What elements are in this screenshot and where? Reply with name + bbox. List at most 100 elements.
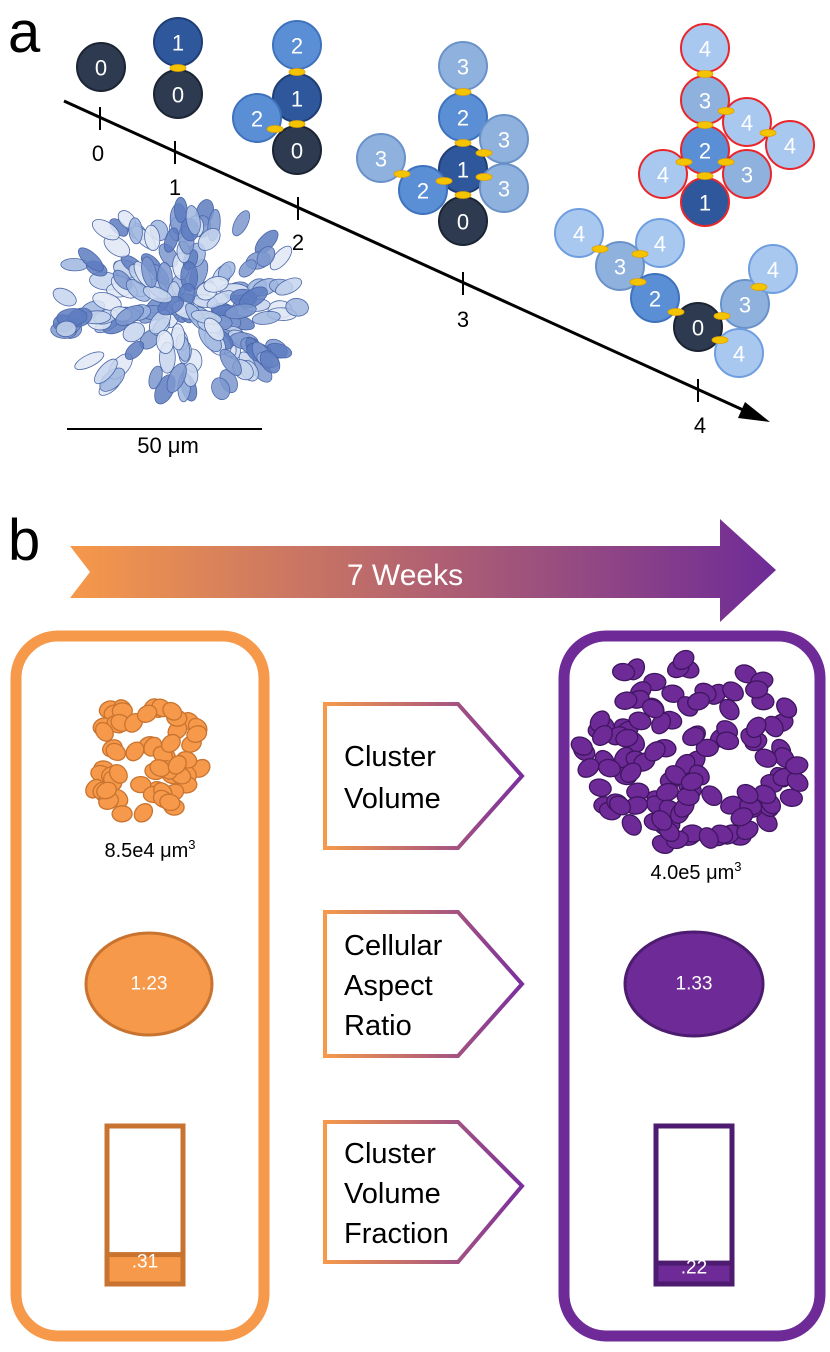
cluster-cell xyxy=(111,805,133,823)
late-aspect-ratio-cell xyxy=(623,930,765,1038)
division-junction xyxy=(667,308,685,316)
micrograph-cell xyxy=(256,246,276,267)
early-volume-fraction-fill xyxy=(104,1252,186,1287)
cluster-cell xyxy=(754,748,778,768)
cell-gen-label: 2 xyxy=(699,139,711,164)
cell-gen-label: 2 xyxy=(251,107,263,132)
cluster-cell xyxy=(722,681,744,702)
micrograph-cell xyxy=(142,285,173,304)
cell-gen-label: 3 xyxy=(741,163,753,188)
micrograph-cell xyxy=(232,210,251,237)
micrograph-cell xyxy=(166,362,187,393)
division-junction xyxy=(711,336,729,344)
early-volume-label: 8.5e4 μm3 xyxy=(104,837,195,862)
micrograph-cell xyxy=(122,322,145,343)
micrograph-cell xyxy=(224,303,257,320)
cluster-cell xyxy=(651,810,673,831)
division-junction xyxy=(713,312,731,320)
cell-gen-label: 4 xyxy=(733,342,745,367)
axis-tick-label-1: 1 xyxy=(169,175,181,200)
cell-gen-label: 1 xyxy=(172,31,184,56)
cluster-cell xyxy=(592,725,613,746)
scale-bar-label: 50 μm xyxy=(137,433,199,458)
early-aspect-ratio-value: 1.23 xyxy=(131,974,168,995)
cluster-cell xyxy=(745,680,769,699)
metric-aspect-ratio: Cellular Aspect Ratio xyxy=(323,910,525,1058)
cell-gen-label: 2 xyxy=(649,287,661,312)
metric-label-cluster-volume: Cluster Volume xyxy=(344,741,444,815)
micrograph-cell xyxy=(259,350,281,374)
cluster-cell xyxy=(763,715,784,738)
division-junction xyxy=(631,250,649,258)
cluster-cell xyxy=(615,728,639,748)
division-junction xyxy=(288,120,306,128)
axis-tick-label-0: 0 xyxy=(92,141,104,166)
cluster-cell xyxy=(661,684,685,703)
division-junction xyxy=(454,191,472,199)
division-junction xyxy=(288,68,306,76)
cluster-micrograph xyxy=(50,196,309,405)
late-cluster-illustration xyxy=(570,649,809,855)
cluster-cell xyxy=(96,781,118,800)
cluster-cell xyxy=(701,785,723,807)
micrograph-cell xyxy=(275,277,303,296)
cell-gen-label: 0 xyxy=(291,139,303,164)
division-junction xyxy=(266,125,284,133)
micrograph-cell xyxy=(124,340,145,360)
cell-gen-label: 3 xyxy=(614,255,626,280)
micrograph-cell xyxy=(219,348,242,376)
division-junction xyxy=(454,88,472,96)
cell-gen-label: 0 xyxy=(95,56,107,81)
micrograph-cell xyxy=(155,330,174,354)
cluster-cell xyxy=(149,759,171,778)
micrograph-cell xyxy=(128,217,143,245)
early-cluster-illustration xyxy=(85,698,211,823)
micrograph-cell xyxy=(92,291,122,311)
micrograph-cell xyxy=(197,227,221,251)
cell-gen-4 xyxy=(765,120,815,170)
cluster-cell xyxy=(745,716,767,739)
cell-gen-3 xyxy=(720,279,770,329)
cluster-cell xyxy=(136,704,158,723)
cluster-cell xyxy=(641,698,665,719)
late-volume-fraction-bar xyxy=(653,1123,735,1287)
cluster-cell xyxy=(682,726,705,747)
panel-b-label: b xyxy=(8,508,40,573)
early-condition-box xyxy=(10,630,270,1342)
axis-tick-label-3: 3 xyxy=(457,307,469,332)
micrograph-cell xyxy=(269,245,293,271)
cell-gen-label: 4 xyxy=(654,232,666,257)
micrograph-cell xyxy=(203,317,225,342)
late-volume-fraction-fill xyxy=(653,1260,735,1287)
division-junction xyxy=(696,121,714,129)
metric-label-aspect-ratio: Cellular Aspect Ratio xyxy=(344,930,450,1042)
micrograph-cell xyxy=(94,358,118,385)
division-junction xyxy=(759,129,777,137)
micrograph-cell xyxy=(144,224,161,252)
cell-gen-label: 0 xyxy=(692,316,704,341)
cluster-cell xyxy=(698,827,719,849)
cell-gen-label: 4 xyxy=(784,134,796,159)
cell-gen-2 xyxy=(398,165,448,215)
micrograph-cell xyxy=(203,276,229,293)
division-junction xyxy=(475,173,493,181)
time-arrow-label: 7 Weeks xyxy=(347,559,463,592)
cluster-cell xyxy=(159,793,181,812)
division-junction xyxy=(696,70,714,78)
cell-gen-0 xyxy=(76,42,126,92)
micrograph-cell xyxy=(74,351,105,370)
division-junction xyxy=(475,149,493,157)
cluster-cell xyxy=(786,771,809,792)
division-junction xyxy=(169,64,187,72)
micrograph-cell xyxy=(115,305,145,326)
cell-gen-label: 1 xyxy=(291,87,303,112)
division-junction xyxy=(393,170,411,178)
cell-gen-0 xyxy=(673,302,723,352)
cluster-cell xyxy=(125,741,145,762)
micrograph-cell xyxy=(211,377,231,401)
cell-gen-label: 4 xyxy=(741,111,753,136)
division-junction xyxy=(717,158,735,166)
cluster-cell xyxy=(785,756,809,775)
